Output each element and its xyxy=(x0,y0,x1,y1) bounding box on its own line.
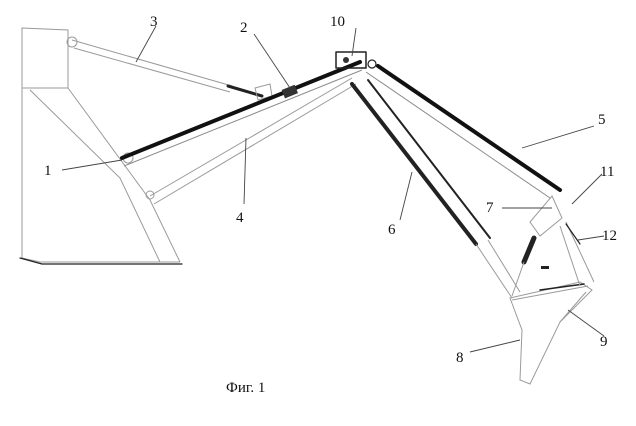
figure-caption: Фиг. 1 xyxy=(226,380,265,396)
hydraulic-cylinder-7 xyxy=(511,195,563,297)
label-5: 5 xyxy=(598,112,606,128)
hydraulic-cylinder-3 xyxy=(71,39,273,101)
label-3: 3 xyxy=(150,14,158,30)
leader-lines xyxy=(61,25,605,353)
label-8: 8 xyxy=(456,350,464,366)
label-1: 1 xyxy=(44,163,52,179)
label-6: 6 xyxy=(388,222,396,238)
arm-5 xyxy=(365,64,562,199)
label-9: 9 xyxy=(600,334,608,350)
label-10: 10 xyxy=(330,14,345,30)
link-4 xyxy=(149,77,357,205)
label-7: 7 xyxy=(486,200,494,216)
boom-1 xyxy=(120,60,363,167)
label-2: 2 xyxy=(240,20,248,36)
hydraulic-cylinder-6 xyxy=(350,79,521,299)
top-joint-10 xyxy=(335,51,377,69)
label-11: 11 xyxy=(600,164,614,180)
machine-base-frame xyxy=(19,27,183,265)
label-12: 12 xyxy=(602,228,617,244)
bucket-8 xyxy=(509,221,595,385)
label-4: 4 xyxy=(236,210,244,226)
